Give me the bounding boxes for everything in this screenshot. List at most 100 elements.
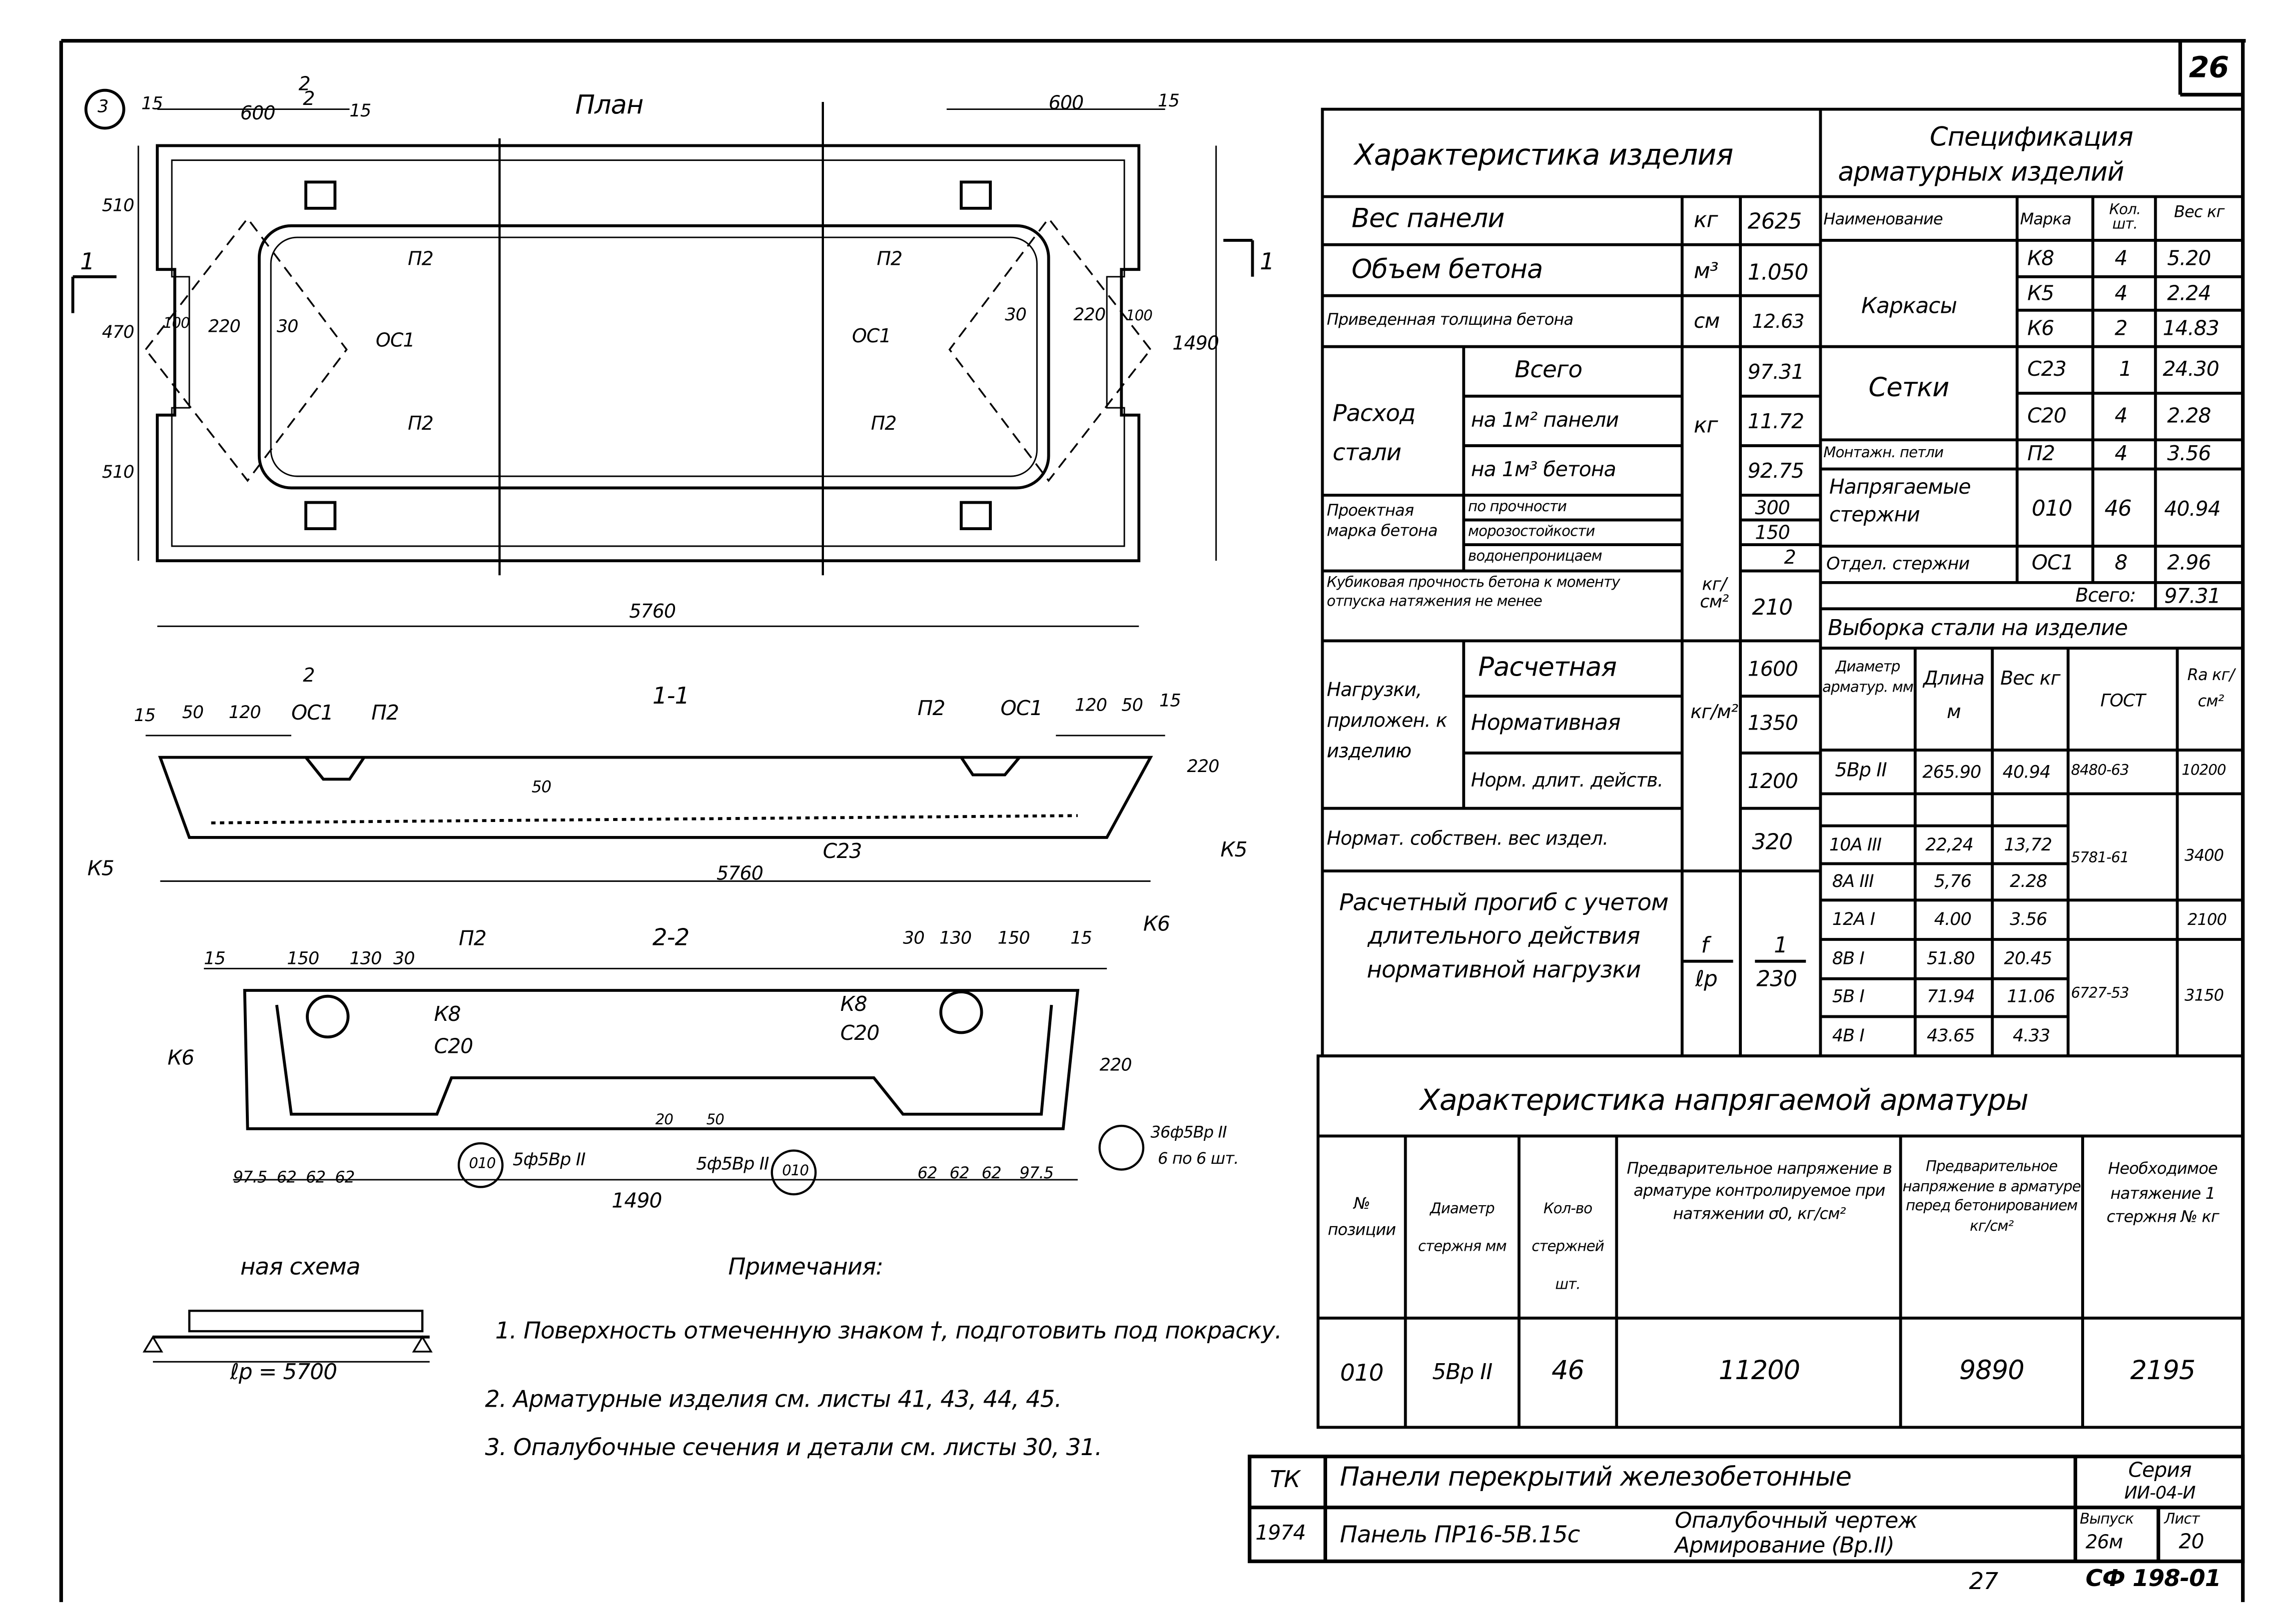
dimension-label: 50	[531, 778, 552, 797]
spec-group: Сетки	[1868, 373, 1950, 404]
steel-label: Расход стали	[1332, 399, 1416, 467]
loads-row-label: Нормативная	[1471, 709, 1621, 736]
prestress-cell: 11200	[1718, 1356, 1800, 1387]
spec-weight: 2.28	[2167, 405, 2211, 428]
spec-header: Марка	[2020, 209, 2072, 229]
dimension-label: 62	[276, 1168, 297, 1187]
dimension-label: 1490	[612, 1190, 662, 1213]
part-label: П2	[917, 698, 945, 721]
dimension-label: 1490	[1172, 333, 1219, 356]
prestress-cell: 2195	[2130, 1356, 2196, 1387]
spec-mark: 010	[2032, 495, 2073, 522]
scheme-title: ная схема	[240, 1252, 361, 1281]
spec-mark: К6	[2027, 317, 2054, 341]
grade-label: Проектная марка бетона	[1327, 501, 1438, 541]
part-label: К8	[840, 993, 867, 1017]
steel-row-value: 97.31	[1747, 361, 1804, 385]
part-label: ОС1	[1000, 698, 1043, 721]
dimension-label: 220	[208, 316, 241, 337]
spec-title: Спецификация	[1929, 122, 2134, 153]
section-mark: 2	[303, 666, 315, 688]
prestress-table-grid	[1316, 1054, 2245, 1429]
spec-weight: 24.30	[2163, 358, 2219, 382]
selection-wt: 13,72	[2004, 834, 2053, 855]
deflection-unit-bottom: ℓр	[1695, 965, 1718, 992]
sheet-value: 20	[2179, 1531, 2204, 1554]
selection-header: Диаметр арматур. мм	[1822, 660, 1914, 697]
dimension-label: 97.5	[1019, 1163, 1054, 1183]
selection-dia: 12А I	[1832, 908, 1875, 929]
year: 1974	[1255, 1522, 1306, 1546]
spec-mark: К5	[2027, 282, 2054, 306]
loads-label: Нагрузки, приложен. к изделию	[1327, 680, 1447, 763]
spec-header: Наименование	[1823, 209, 1943, 229]
dimension-label: 120	[228, 702, 261, 723]
plan-title: План	[575, 90, 644, 121]
deflection-value-top: 1	[1774, 932, 1788, 958]
selection-gost: 6727-53	[2071, 986, 2130, 1002]
dimension-label: 510	[102, 461, 134, 482]
loads-unit: кг/м²	[1690, 702, 1738, 724]
row-unit: кг	[1693, 206, 1718, 233]
title-block-grid	[1248, 1455, 2245, 1564]
prestress-cell: 46	[1551, 1356, 1584, 1387]
spec-mark: ОС1	[2032, 552, 2074, 576]
drawing-code: СФ 198-01	[2085, 1564, 2221, 1592]
section-mark: 2	[303, 88, 315, 111]
part-label: С23	[822, 840, 862, 864]
dimension-label: 20	[655, 1112, 674, 1129]
dimension-label: 62	[306, 1168, 326, 1187]
selection-len: 71.94	[1927, 986, 1975, 1007]
note-item: 3. Опалубочные сечения и детали см. лист…	[485, 1433, 1102, 1461]
deflection-unit-top: f	[1701, 932, 1708, 958]
spec-header: Кол. шт.	[2109, 202, 2141, 233]
part-label: П2	[876, 249, 903, 271]
self-weight-label: Нормат. собствен. вес издел.	[1327, 828, 1608, 851]
row-unit: см	[1693, 310, 1720, 334]
row-value: 1.050	[1747, 259, 1809, 286]
dimension-label: 100	[163, 316, 190, 332]
section-1-1-drawing	[145, 735, 1165, 882]
selection-title: Выборка стали на изделие	[1827, 615, 2128, 641]
grade-row-value: 300	[1755, 498, 1790, 520]
prestress-header: Предварительное напряжение в арматуре пе…	[1902, 1159, 2081, 1235]
spec-mark: К8	[2027, 247, 2054, 271]
selection-header: Ra кг/см²	[2187, 666, 2235, 711]
spec-group: Отдел. стержни	[1826, 553, 1970, 574]
dimension-label: 5760	[629, 601, 676, 624]
part-label: К5	[87, 857, 114, 881]
prestress-title: Характеристика напрягаемой арматуры	[1420, 1082, 2029, 1117]
spec-total-label: Всего:	[2075, 585, 2136, 608]
sheet-label: Лист	[2164, 1512, 2200, 1528]
selection-wt: 20.45	[2004, 948, 2053, 969]
dimension-label: 220	[1073, 304, 1106, 325]
prestress-header: Предварительное напряжение в арматуре ко…	[1626, 1159, 1892, 1223]
prestress-header: № позиции	[1328, 1194, 1396, 1239]
dimension-label: 15	[1158, 90, 1180, 111]
product-name: Панель ПР16-5В.15с	[1340, 1520, 1580, 1549]
deflection-label: Расчетный прогиб с учетом длительного де…	[1339, 888, 1668, 984]
part-label: П2	[459, 927, 487, 951]
selection-wt: 3.56	[2010, 908, 2047, 929]
selection-dia: 10А III	[1829, 834, 1882, 855]
row-unit: м³	[1693, 257, 1719, 284]
selection-len: 5,76	[1934, 870, 1972, 891]
spec-qty: 46	[2104, 495, 2132, 522]
steel-unit: кг	[1693, 412, 1718, 439]
dimension-label: 62	[917, 1163, 937, 1183]
sheet-number: 26	[2189, 49, 2229, 85]
dimension-label: 62	[981, 1163, 1002, 1183]
rebar-label: 5ф5Вр II	[512, 1149, 586, 1170]
selection-len: 4.00	[1934, 908, 1972, 929]
series-value: ИИ-04-И	[2124, 1483, 2196, 1503]
steel-row-label: на 1м³ бетона	[1471, 459, 1616, 482]
selection-len: 265.90	[1922, 762, 1981, 783]
steel-row-value: 92.75	[1747, 460, 1804, 484]
spec-qty: 2	[2115, 317, 2128, 341]
steel-row-label: на 1м² панели	[1471, 409, 1619, 433]
spec-mark: П2	[2027, 443, 2055, 466]
callout-number: 3	[97, 96, 108, 117]
spec-mark: С23	[2027, 358, 2067, 382]
part-label: ОС1	[375, 330, 415, 353]
